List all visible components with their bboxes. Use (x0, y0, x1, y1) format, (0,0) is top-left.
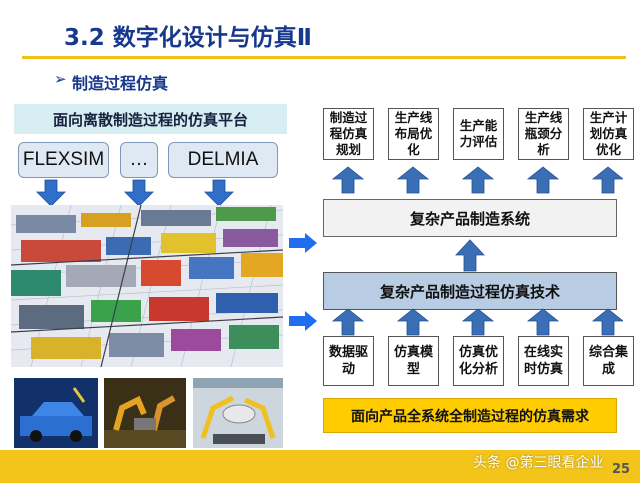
foundation-box-data-driven: 数据驱动 (323, 336, 374, 386)
tool-box-ellipsis: … (120, 142, 158, 178)
watermark: 头条 @第三眼看企业 (473, 455, 604, 471)
right-arrow-icon (289, 311, 317, 331)
up-arrow-icon (591, 308, 623, 336)
car-assembly-photo (14, 378, 98, 448)
platform-banner: 面向离散制造过程的仿真平台 (14, 104, 287, 134)
app-box-layout-optimization: 生产线布局优化 (388, 108, 439, 160)
tool-box-flexsim: FLEXSIM (18, 142, 109, 178)
right-arrow-icon (289, 233, 317, 253)
assembly-line-photo (193, 378, 283, 448)
up-arrow-icon (331, 308, 365, 336)
system-up-arrows (331, 166, 623, 194)
title-divider (22, 56, 626, 59)
simulation-technology-box: 复杂产品制造过程仿真技术 (323, 272, 617, 310)
up-arrow-icon (526, 308, 560, 336)
up-arrow-icon (461, 308, 495, 336)
footer-bar (0, 450, 640, 483)
down-arrow-icon (124, 179, 154, 207)
foundation-box-realtime-simulation: 在线实时仿真 (518, 336, 569, 386)
down-arrow-icon (204, 179, 234, 207)
foundation-box-simulation-model: 仿真模型 (388, 336, 439, 386)
up-arrow-icon (396, 166, 430, 194)
tool-box-delmia: DELMIA (168, 142, 278, 178)
tech-up-arrows (331, 308, 623, 336)
up-arrow-icon (591, 166, 623, 194)
simulation-demand-box: 面向产品全系统全制造过程的仿真需求 (323, 398, 617, 433)
app-box-process-planning: 制造过程仿真规划 (323, 108, 374, 160)
complex-product-system-box: 复杂产品制造系统 (323, 199, 617, 237)
page-title: 3.2 数字化设计与仿真Ⅱ (64, 25, 312, 51)
up-arrow-icon (396, 308, 430, 336)
up-arrow-icon (455, 239, 485, 272)
bullet-arrow-icon: ➢ (54, 70, 67, 88)
app-box-plan-optimization: 生产计划仿真优化 (583, 108, 634, 160)
app-box-capacity-evaluation: 生产能力评估 (453, 108, 504, 160)
up-arrow-icon (331, 166, 365, 194)
foundation-box-integration: 综合集成 (583, 336, 634, 386)
robot-welding-photo (104, 378, 186, 448)
up-arrow-icon (461, 166, 495, 194)
page-number: 25 (612, 462, 631, 477)
up-arrow-icon (526, 166, 560, 194)
down-arrow-icon (36, 179, 66, 207)
foundation-box-optimization-analysis: 仿真优化分析 (453, 336, 504, 386)
section-subheading: 制造过程仿真 (72, 74, 169, 93)
tool-arrows (36, 179, 234, 207)
factory-layout-simulation-image (11, 205, 283, 367)
app-box-bottleneck-analysis: 生产线瓶颈分析 (518, 108, 569, 160)
